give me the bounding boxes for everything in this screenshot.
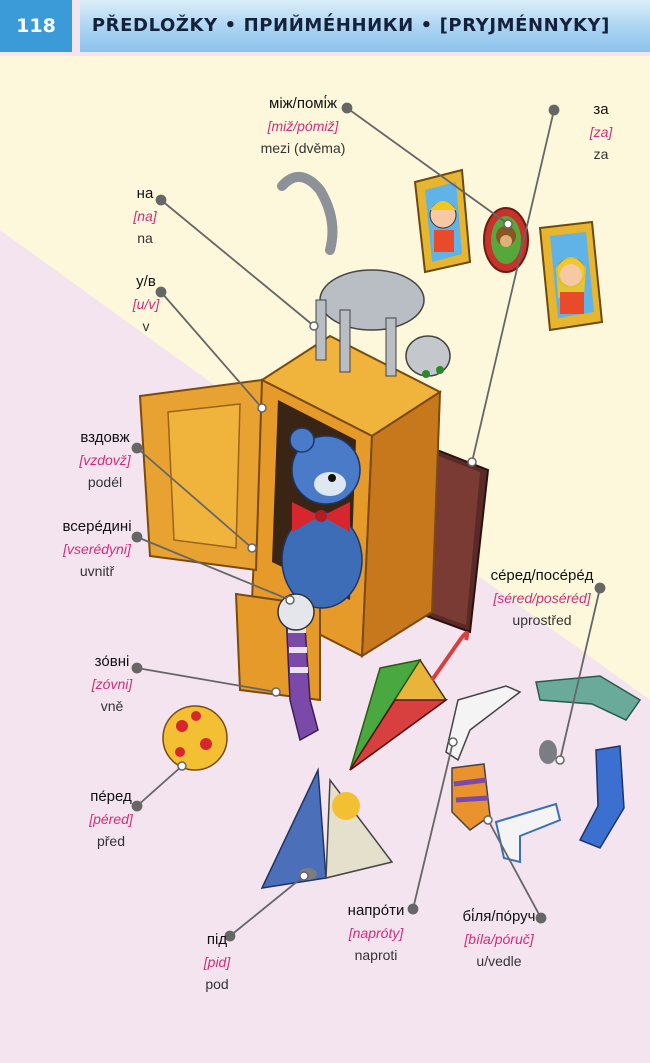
word: зо́вні (94, 653, 130, 670)
label-uv: у/в [u/v] v (118, 271, 174, 337)
teddy-bear (281, 427, 363, 609)
label-vseredyni: всере́дині [vserédyni] uvnitř (54, 516, 140, 582)
label-pered: пе́ред [péred] před (82, 786, 140, 852)
label-bila: бі́ля/по́руч [bíla/póruč] u/vedle (456, 906, 542, 972)
label-naproty: напро́ти [napróty] naproti (336, 900, 416, 966)
label-pid: під [pid] pod (194, 929, 240, 995)
word: пе́ред (90, 788, 132, 805)
czech-translation: uvnitř (79, 563, 115, 579)
word: у/в (136, 273, 156, 290)
transliteration: [pid] (203, 954, 231, 970)
transliteration: [bíla/póruč] (464, 931, 534, 947)
title-bar: PŘEDLOŽKY • ПРИЙМЕ́ННИКИ • [PRYJMÉNNYKY] (80, 0, 650, 52)
label-zovni: зо́вні [zóvni] vně (84, 651, 140, 717)
transliteration: [vzdovž] (79, 452, 131, 468)
czech-translation: u/vedle (476, 953, 522, 969)
transliteration: [za] (589, 124, 613, 140)
label-za: за [za] za (578, 99, 624, 165)
transliteration: [napróty] (348, 925, 404, 941)
page-title: PŘEDLOŽKY • ПРИЙМЕ́ННИКИ • [PRYJMÉNNYKY] (91, 15, 610, 36)
czech-translation: v (142, 318, 150, 334)
page-number: 118 (0, 0, 72, 52)
transliteration: [péred] (89, 811, 133, 827)
frame-girl-picture (538, 220, 604, 332)
czech-translation: pod (205, 976, 229, 992)
czech-translation: mezi (dvěma) (260, 140, 346, 156)
word: вздовж (80, 429, 130, 446)
czech-translation: vně (100, 698, 124, 714)
pointer-lines (131, 102, 606, 942)
transliteration: [vserédyni] (63, 541, 131, 557)
page-header: 118 PŘEDLOŽKY • ПРИЙМЕ́ННИКИ • [PRYJMÉNN… (0, 0, 650, 56)
umbrella (349, 631, 470, 771)
pointer-endpoints (177, 219, 565, 881)
transliteration: [u/v] (132, 296, 160, 312)
czech-translation: uprostřed (512, 612, 572, 628)
word: під (206, 931, 228, 948)
word: між/помі́ж (269, 95, 337, 112)
czech-translation: na (137, 230, 153, 246)
czech-translation: před (96, 833, 126, 849)
label-na: на [na] na (122, 183, 168, 249)
word: всере́дині (62, 518, 132, 535)
socks-pile (445, 675, 642, 864)
label-miz: між/помі́ж [miž/pómiž] mezi (dvěma) (258, 93, 348, 159)
transliteration: [zóvni] (91, 676, 133, 692)
czech-translation: podél (87, 474, 123, 490)
word: се́ред/посе́ре́д (490, 567, 594, 584)
cat (277, 172, 451, 378)
label-sered: се́ред/посе́ре́д [séred/poséréd] uprostř… (478, 565, 606, 631)
ball (162, 705, 228, 771)
transliteration: [na] (133, 208, 157, 224)
czech-translation: za (593, 146, 609, 162)
frame-boy-picture (413, 168, 472, 274)
transliteration: [miž/pómiž] (267, 118, 339, 134)
word: за (593, 101, 609, 118)
word: напро́ти (347, 902, 405, 919)
book-on-floor (260, 767, 394, 889)
word: бі́ля/по́руч (462, 908, 536, 925)
transliteration: [séred/poséréd] (493, 590, 591, 606)
label-vzdovz: вздовж [vzdovž] podél (72, 427, 138, 493)
word: на (136, 185, 154, 202)
czech-translation: naproti (354, 947, 398, 963)
frame-monkey-picture (483, 207, 529, 273)
